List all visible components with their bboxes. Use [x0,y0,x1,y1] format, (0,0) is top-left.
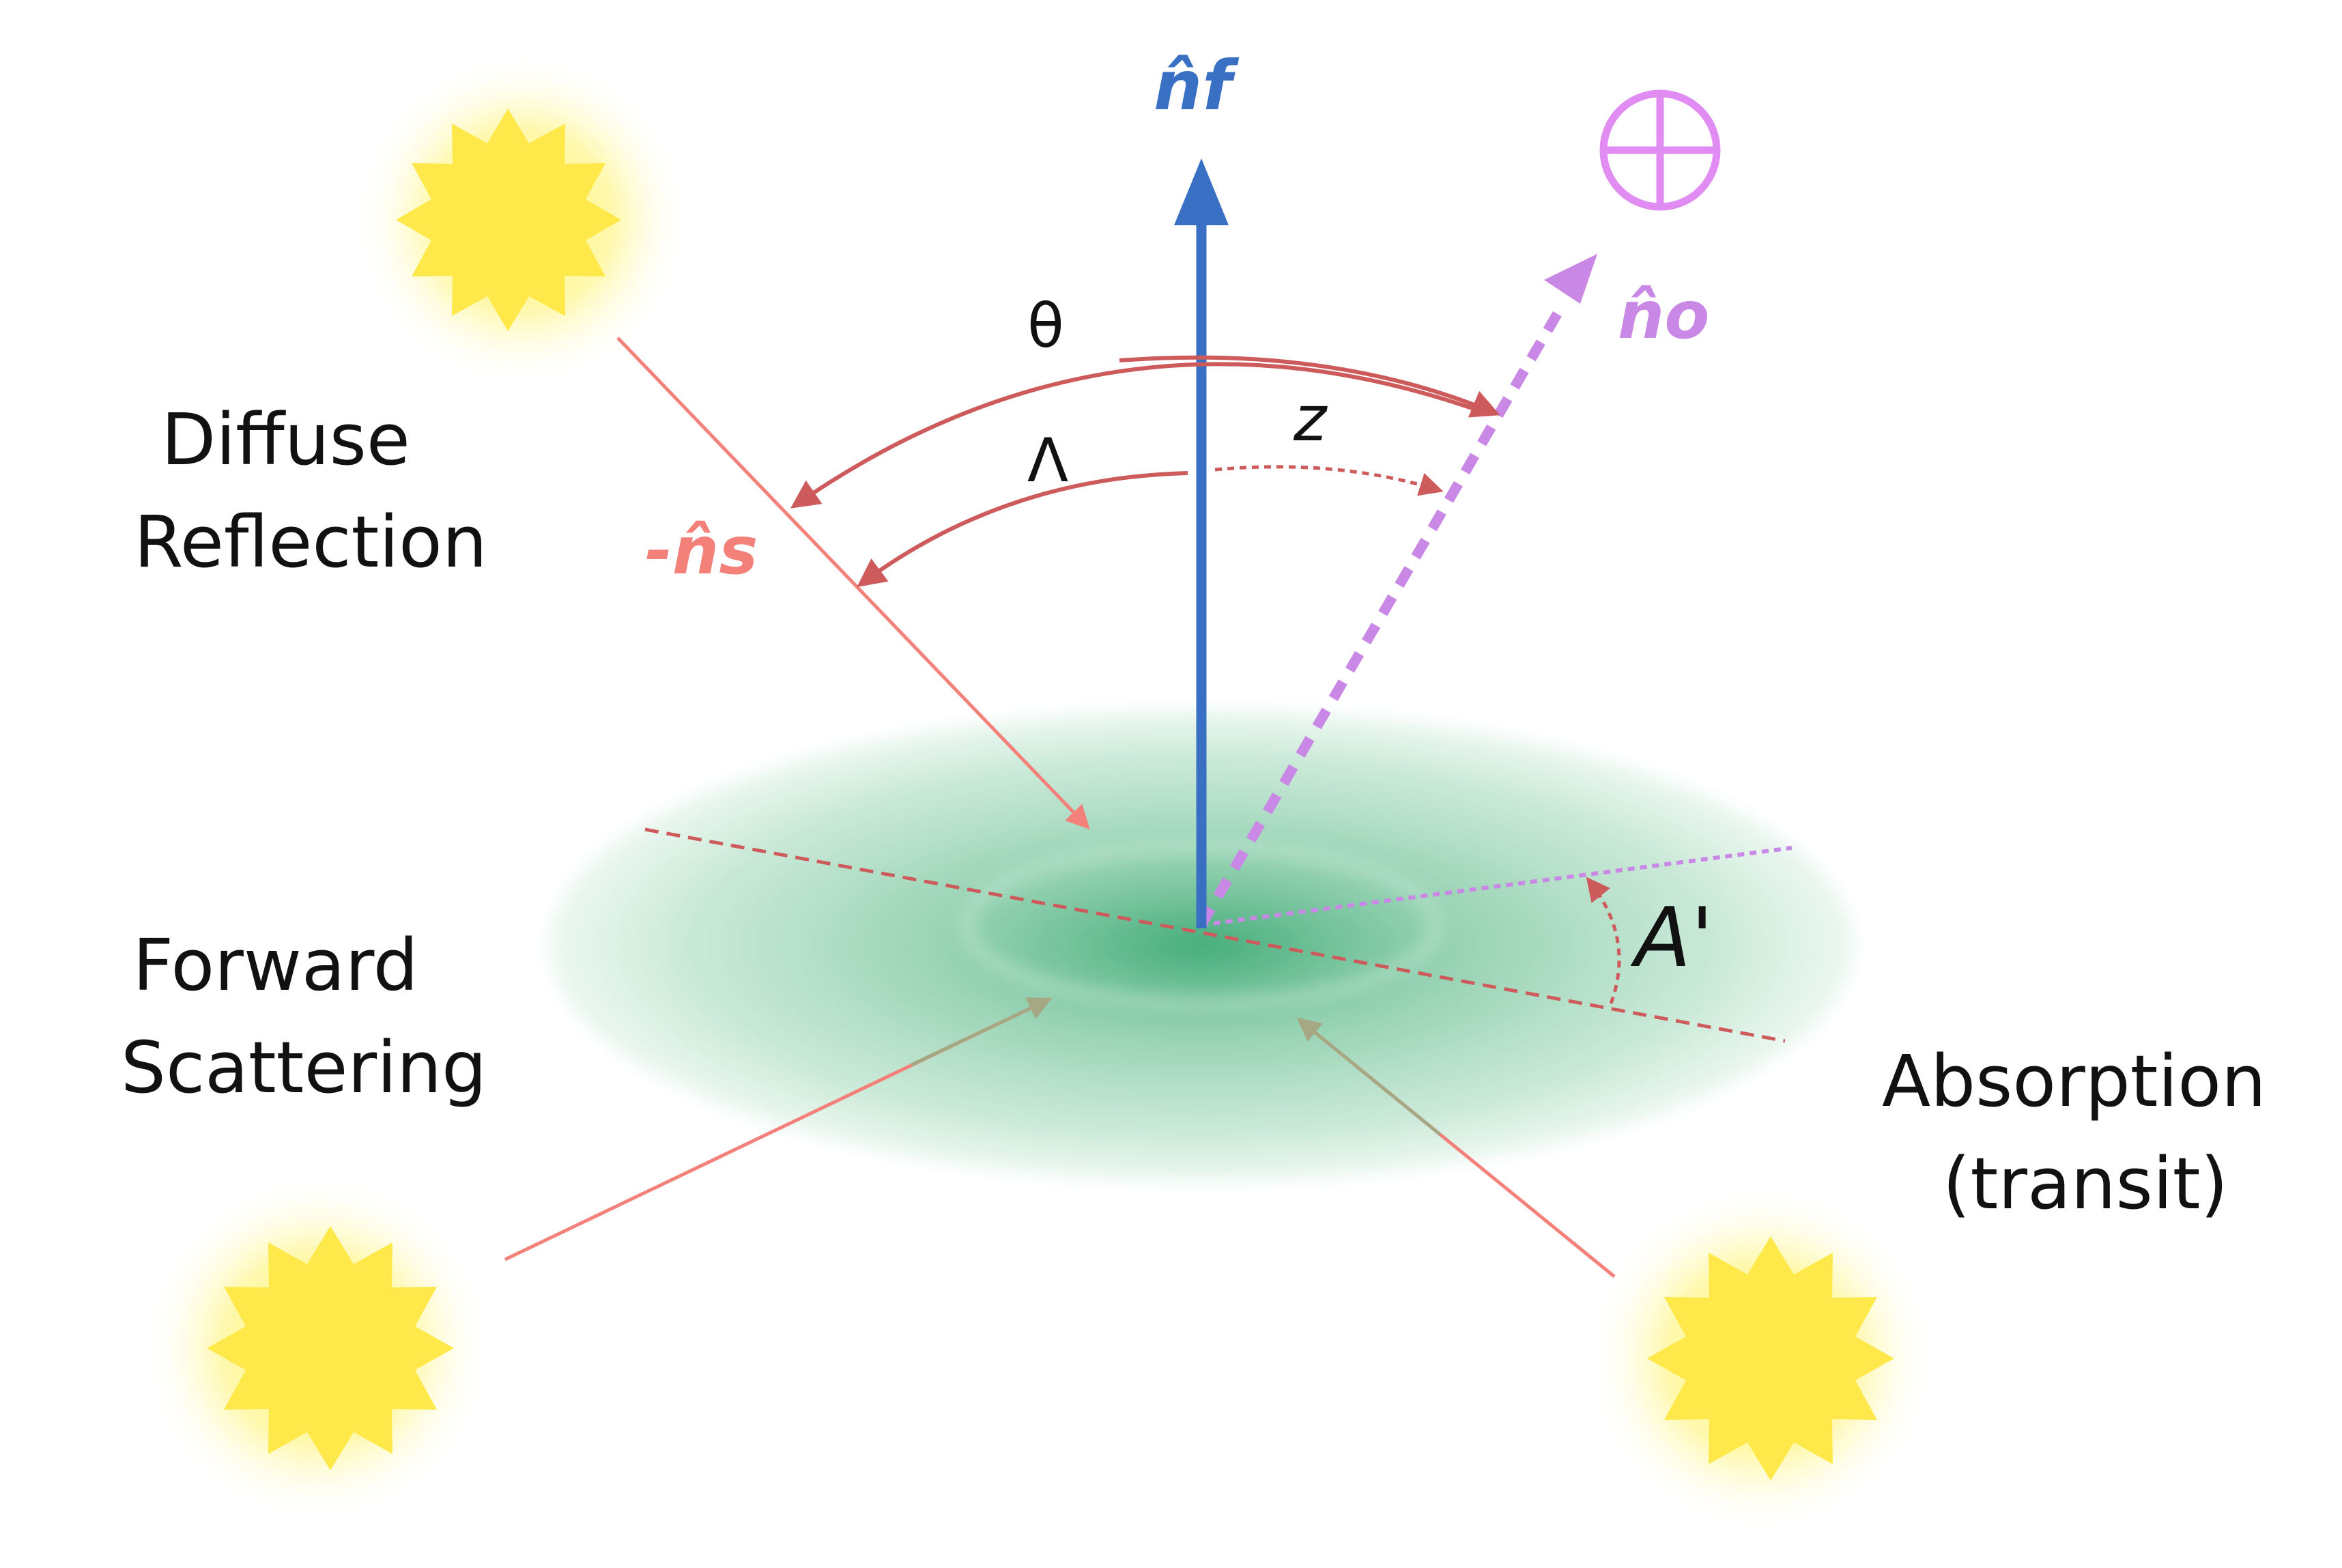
theta-arc [790,362,1491,509]
sun-top-left [355,53,689,387]
theta-arc-right [1119,355,1500,418]
diffuse-line-2: Reflection [134,500,487,584]
absorption-transit-label: Absorption (transit) [1882,1040,2289,1225]
sun-star [1647,1236,1894,1481]
diffuse-line-1: Diffuse [161,398,410,481]
forward-scattering-label: Forward Scattering [121,924,487,1109]
observer-earth-symbol [1599,89,1721,211]
absorption-ray-head [1296,1017,1442,1136]
observer-projection-line [1201,846,1793,927]
forward-line-1: Forward [132,924,418,1007]
sun-bottom-right [1587,1184,1935,1533]
sun-star [396,109,621,331]
observer-vector-head [1544,254,1597,304]
n-o-label: n̂o [1618,277,1709,354]
n-f-label: n̂f [1154,46,1239,126]
absorption-line-2: (transit) [1943,1142,2228,1225]
lambda-arc [857,471,1188,588]
disk-plane-line [644,827,1786,1043]
forward-ray-head [910,997,1053,1067]
n-s-label: -n̂s [645,513,758,589]
a-prime-arc [1586,876,1621,1004]
disk-body [549,710,1853,1181]
sun-bottom-left [143,1174,491,1522]
diffuse-ray [616,337,1090,830]
observer-vector [1197,301,1568,928]
absorption-line-1: Absorption [1882,1040,2266,1123]
z-label: z [1293,382,1328,455]
forward-line-2: Scattering [121,1026,487,1109]
z-arc [1214,465,1444,496]
sun-star [207,1226,454,1470]
a-prime-label: A' [1630,891,1713,986]
theta-label: θ [1027,291,1064,361]
diffuse-reflection-label: Diffuse Reflection [134,398,487,584]
lambda-label: Λ [1027,425,1068,496]
normal-vector-head [1174,158,1229,225]
